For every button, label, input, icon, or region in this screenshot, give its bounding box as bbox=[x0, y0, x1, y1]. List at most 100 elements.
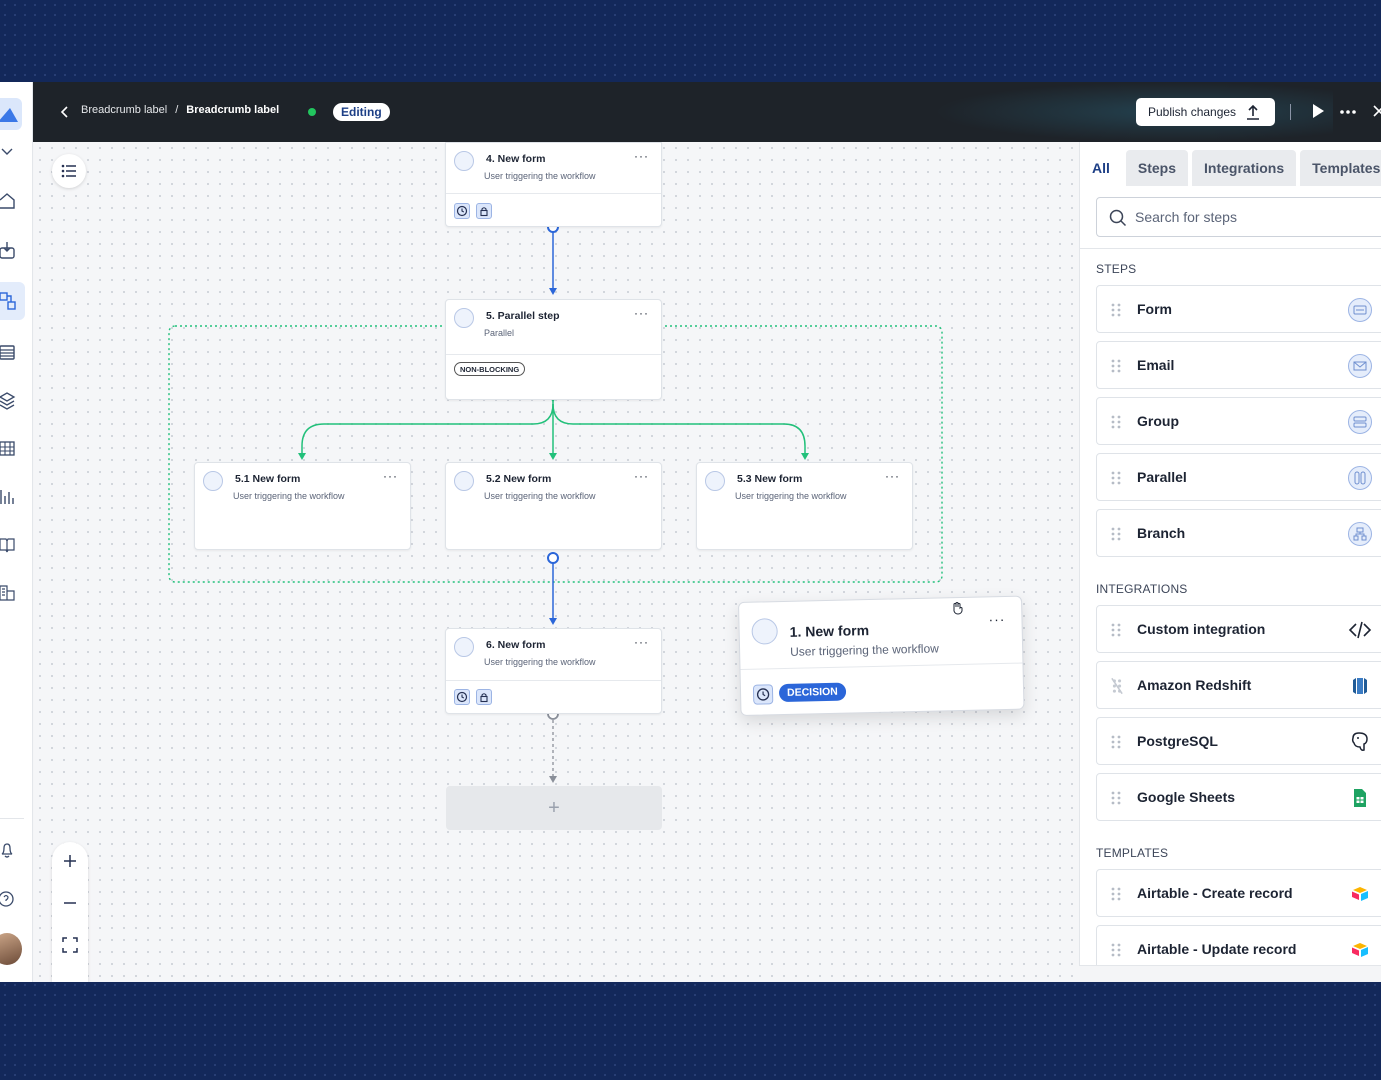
integration-item-custom[interactable]: Custom integration bbox=[1096, 605, 1381, 653]
bell-icon[interactable] bbox=[0, 838, 24, 864]
node-more-button[interactable]: ··· bbox=[885, 469, 900, 483]
lock-icon[interactable] bbox=[476, 203, 492, 219]
node-more-button[interactable]: ··· bbox=[634, 149, 649, 163]
node-subtitle: User triggering the workflow bbox=[484, 171, 596, 181]
clock-icon[interactable] bbox=[752, 684, 774, 705]
dragged-node-card[interactable]: 1. New form User triggering the workflow… bbox=[738, 595, 1025, 716]
add-step-slot[interactable]: + bbox=[446, 786, 662, 830]
dragged-node-subtitle: User triggering the workflow bbox=[789, 641, 939, 659]
table-icon[interactable] bbox=[0, 436, 24, 462]
node-subtitle: User triggering the workflow bbox=[735, 491, 847, 501]
template-item-label: Airtable - Create record bbox=[1137, 885, 1293, 901]
fit-view-button[interactable] bbox=[53, 928, 87, 962]
play-icon[interactable] bbox=[1310, 102, 1326, 125]
node-footer bbox=[446, 680, 661, 681]
integration-item-label: Amazon Redshift bbox=[1137, 677, 1252, 693]
zoom-out-button[interactable] bbox=[53, 886, 87, 920]
parallel-icon bbox=[1348, 466, 1372, 490]
form-icon bbox=[454, 637, 474, 657]
workflow-node-5-2[interactable]: 5.2 New form User triggering the workflo… bbox=[445, 462, 662, 550]
chart-icon[interactable] bbox=[0, 484, 24, 510]
integration-item-label: PostgreSQL bbox=[1137, 733, 1218, 749]
upload-icon bbox=[1247, 104, 1260, 120]
postgresql-icon bbox=[1351, 732, 1368, 751]
tab-all[interactable]: All bbox=[1080, 150, 1122, 186]
node-title: 5. Parallel step bbox=[486, 310, 560, 322]
building-icon[interactable] bbox=[0, 580, 24, 606]
left-sidebar bbox=[0, 82, 33, 982]
avatar[interactable] bbox=[0, 933, 22, 965]
clock-icon[interactable] bbox=[454, 689, 470, 705]
breadcrumb-item-1[interactable]: Breadcrumb label bbox=[81, 104, 168, 116]
form-icon bbox=[203, 471, 223, 491]
back-chevron-icon[interactable] bbox=[57, 103, 75, 121]
help-icon[interactable] bbox=[0, 886, 24, 912]
workflow-canvas[interactable]: 4. New form User triggering the workflow… bbox=[34, 142, 1080, 982]
node-subtitle: User triggering the workflow bbox=[233, 491, 345, 501]
list-icon[interactable] bbox=[0, 340, 24, 366]
workflow-node-5-1[interactable]: 5.1 New form User triggering the workflo… bbox=[194, 462, 411, 550]
node-more-button[interactable]: ··· bbox=[634, 469, 649, 483]
decision-tag: DECISION bbox=[778, 682, 847, 703]
template-item-create-record[interactable]: Airtable - Create record bbox=[1096, 869, 1381, 917]
integration-item-redshift[interactable]: Amazon Redshift bbox=[1096, 661, 1381, 709]
non-blocking-tag: NON-BLOCKING bbox=[454, 362, 526, 376]
step-item-branch[interactable]: Branch bbox=[1096, 509, 1381, 557]
publish-changes-button[interactable]: Publish changes bbox=[1136, 98, 1275, 126]
workflow-node-5-3[interactable]: 5.3 New form User triggering the workflo… bbox=[696, 462, 913, 550]
integration-item-postgresql[interactable]: PostgreSQL bbox=[1096, 717, 1381, 765]
chevron-down-icon[interactable] bbox=[0, 138, 24, 164]
node-more-button[interactable]: ··· bbox=[988, 610, 1006, 628]
app-logo[interactable] bbox=[0, 98, 22, 130]
workflow-node-6[interactable]: 6. New form User triggering the workflow… bbox=[445, 628, 662, 714]
tab-steps[interactable]: Steps bbox=[1125, 150, 1189, 186]
drag-handle-icon bbox=[1111, 887, 1121, 901]
integration-item-google-sheets[interactable]: Google Sheets bbox=[1096, 773, 1381, 821]
workflows-icon[interactable] bbox=[0, 282, 25, 320]
home-icon[interactable] bbox=[0, 188, 24, 214]
drag-handle-icon bbox=[1111, 303, 1121, 317]
top-bar: Breadcrumb label / Breadcrumb label Edit… bbox=[33, 82, 1381, 142]
publish-label: Publish changes bbox=[1148, 105, 1237, 119]
node-title: 6. New form bbox=[486, 639, 546, 651]
workflow-node-4[interactable]: 4. New form User triggering the workflow… bbox=[445, 142, 662, 227]
lock-icon[interactable] bbox=[476, 689, 492, 705]
node-more-button[interactable]: ··· bbox=[634, 635, 649, 649]
step-item-group[interactable]: Group bbox=[1096, 397, 1381, 445]
step-item-form[interactable]: Form bbox=[1096, 285, 1381, 333]
steps-library-panel: All Steps Integrations Templates Search … bbox=[1079, 142, 1381, 966]
layout-options-button[interactable] bbox=[53, 977, 87, 982]
drag-handle-icon bbox=[1111, 359, 1121, 373]
workflow-node-5-parallel[interactable]: 5. Parallel step Parallel ··· NON-BLOCKI… bbox=[445, 299, 662, 400]
step-item-label: Branch bbox=[1137, 525, 1186, 541]
search-icon bbox=[1109, 209, 1127, 227]
form-icon bbox=[751, 618, 778, 645]
step-item-parallel[interactable]: Parallel bbox=[1096, 453, 1381, 501]
search-placeholder: Search for steps bbox=[1135, 209, 1237, 225]
template-item-update-record[interactable]: Airtable - Update record bbox=[1096, 925, 1381, 965]
integration-item-label: Custom integration bbox=[1137, 621, 1266, 637]
tab-integrations[interactable]: Integrations bbox=[1192, 150, 1297, 186]
drag-handle-icon bbox=[1111, 791, 1121, 805]
node-more-button[interactable]: ··· bbox=[634, 306, 649, 320]
steps-heading: STEPS bbox=[1096, 262, 1137, 276]
book-icon[interactable] bbox=[0, 532, 24, 558]
more-icon[interactable] bbox=[1339, 104, 1357, 125]
close-icon[interactable] bbox=[1372, 102, 1381, 125]
node-footer bbox=[446, 354, 661, 355]
layers-icon[interactable] bbox=[0, 388, 24, 414]
node-more-button[interactable]: ··· bbox=[383, 469, 398, 483]
step-item-label: Email bbox=[1137, 357, 1175, 373]
tab-templates[interactable]: Templates bbox=[1300, 150, 1381, 186]
clock-icon[interactable] bbox=[454, 203, 470, 219]
templates-heading: TEMPLATES bbox=[1096, 846, 1169, 860]
breadcrumb-item-2: Breadcrumb label bbox=[186, 104, 280, 116]
integrations-heading: INTEGRATIONS bbox=[1096, 582, 1188, 596]
step-item-email[interactable]: Email bbox=[1096, 341, 1381, 389]
inbox-icon[interactable] bbox=[0, 238, 24, 264]
drag-handle-icon bbox=[1111, 623, 1121, 637]
zoom-in-button[interactable] bbox=[53, 844, 87, 878]
search-input[interactable]: Search for steps bbox=[1096, 197, 1381, 237]
outline-toggle-button[interactable] bbox=[52, 154, 86, 188]
drag-handle-icon bbox=[1111, 415, 1121, 429]
